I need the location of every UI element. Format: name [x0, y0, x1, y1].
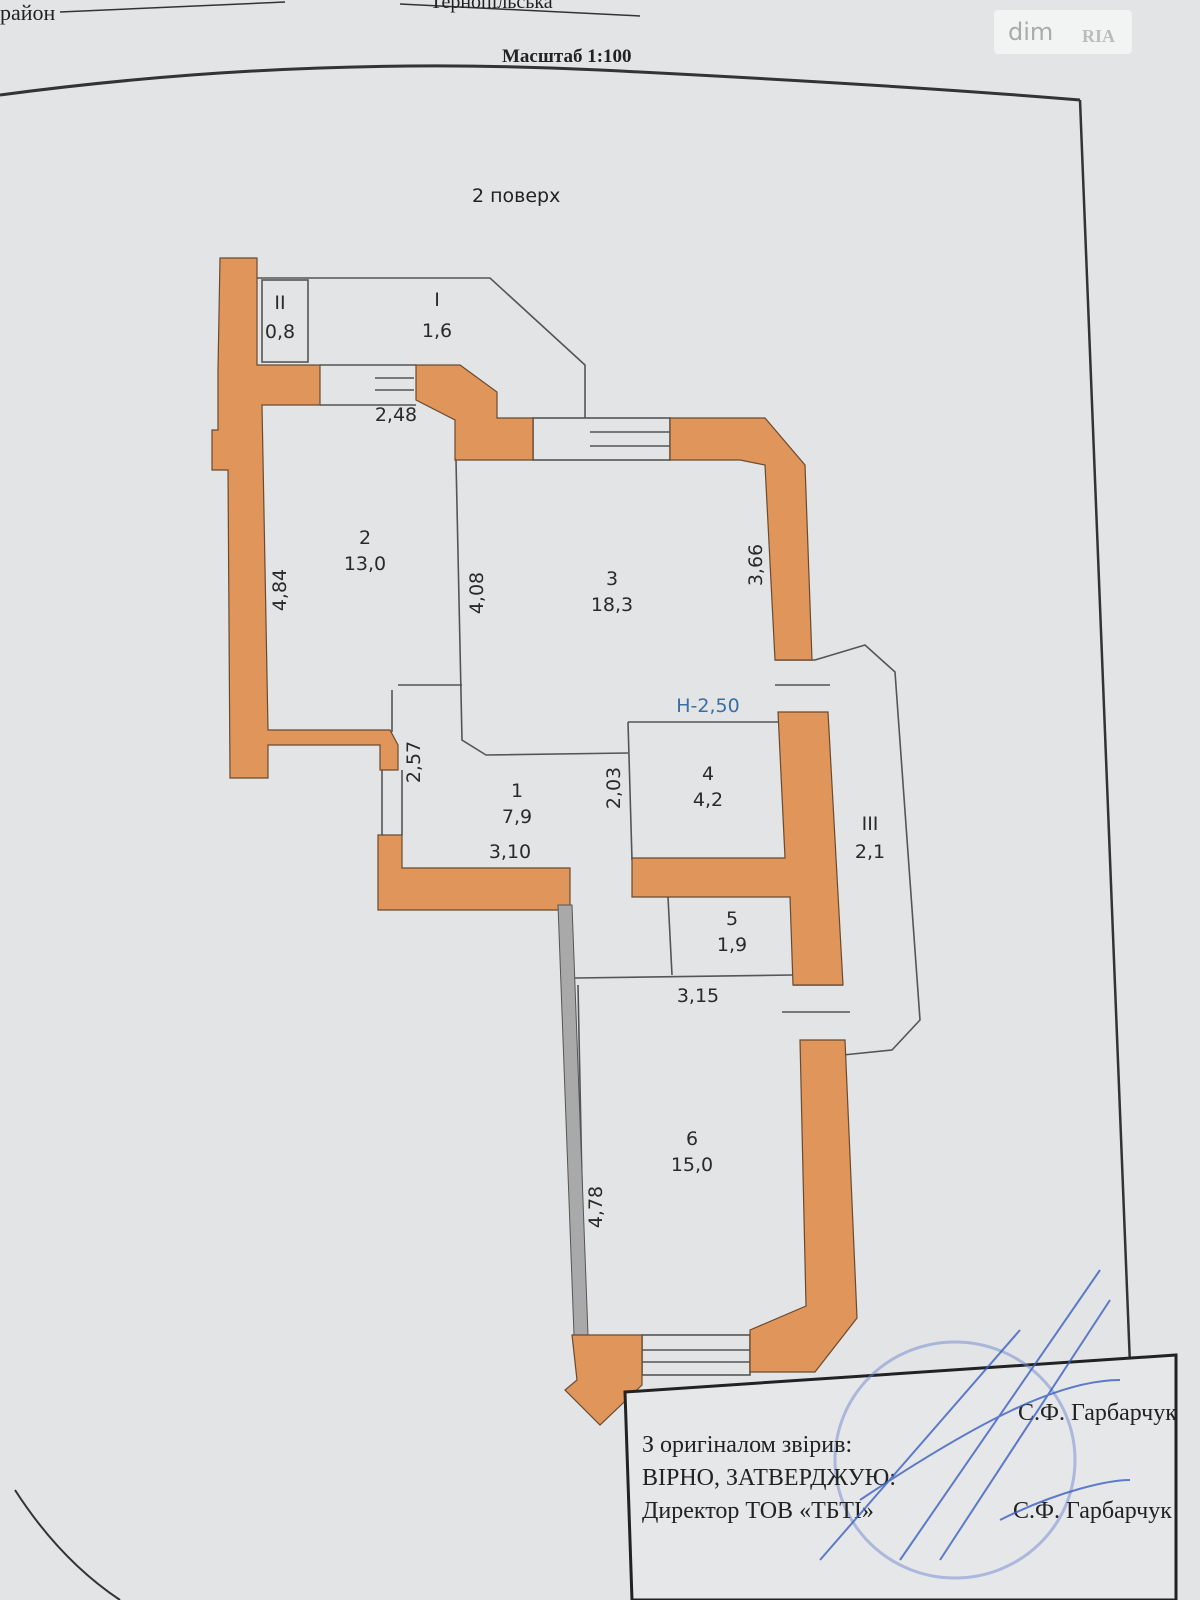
stamp-line-2: ВІРНО, ЗАТВЕРДЖУЮ:: [642, 1465, 896, 1491]
svg-text:II: II: [274, 292, 285, 314]
signature-name-2: С.Ф. Гарбарчук: [1013, 1498, 1172, 1524]
wall-bottom-left: [564, 1334, 643, 1426]
wall-middle-right: [631, 711, 844, 986]
district-label: район: [0, 0, 56, 25]
dimension-3-66: 3,66: [745, 544, 767, 586]
room-label-3: 318,3: [591, 568, 633, 616]
page-edge-curve: [14, 1489, 121, 1600]
handwritten-signature: [819, 1269, 1131, 1561]
svg-text:4,2: 4,2: [693, 789, 723, 811]
svg-text:3: 3: [606, 568, 618, 590]
room-label-II: II 0,8: [265, 292, 295, 343]
street-label: Тернопільська: [430, 0, 553, 13]
dimria-watermark: dim RIA: [994, 10, 1132, 54]
signature-name-1: С.Ф. Гарбарчук: [1018, 1400, 1177, 1426]
svg-text:2: 2: [359, 527, 371, 549]
dimension-4-78: 4,78: [585, 1186, 607, 1228]
approval-stamp-box: З оригіналом звірив: ВІРНО, ЗАТВЕРДЖУЮ: …: [623, 1269, 1178, 1600]
floor-label: 2 поверх: [472, 185, 560, 207]
dimension-3-15: 3,15: [677, 985, 719, 1007]
svg-text:1,9: 1,9: [717, 934, 747, 956]
district-underline: [59, 1, 286, 13]
svg-text:0,8: 0,8: [265, 321, 295, 343]
dimension-4-84: 4,84: [269, 569, 291, 611]
svg-text:6: 6: [686, 1128, 698, 1150]
wall-lower-right: [749, 1039, 858, 1373]
room-label-6: 615,0: [671, 1128, 713, 1176]
walls: [211, 257, 858, 1426]
stamp-line-3: Директор ТОВ «ТБТІ»: [642, 1498, 874, 1524]
ceiling-height-label: Н-2,50: [676, 695, 739, 717]
dimension-2-03: 2,03: [603, 767, 625, 809]
wall-top-right: [669, 417, 813, 661]
svg-text:1: 1: [511, 780, 523, 802]
svg-text:2,1: 2,1: [855, 841, 885, 863]
svg-text:13,0: 13,0: [344, 553, 386, 575]
svg-text:III: III: [862, 813, 879, 835]
dimension-2-57: 2,57: [403, 741, 425, 783]
room-label-5: 51,9: [717, 908, 747, 956]
svg-text:15,0: 15,0: [671, 1154, 713, 1176]
scale-label: Масштаб 1:100: [502, 46, 632, 67]
watermark-ria: RIA: [1082, 26, 1115, 46]
svg-text:5: 5: [726, 908, 738, 930]
official-seal: [833, 1340, 1077, 1580]
wall-lower-left: [377, 834, 571, 911]
svg-text:1,6: 1,6: [422, 320, 452, 342]
frame-top-line: [0, 64, 1081, 102]
wall-top-middle: [415, 364, 534, 461]
svg-text:I: I: [434, 289, 440, 311]
watermark-dim: dim: [1008, 18, 1053, 46]
svg-text:4: 4: [702, 763, 714, 785]
room-label-I: I 1,6: [422, 289, 452, 342]
room-label-4: 44,2: [693, 763, 723, 811]
room-label-2: 213,0: [344, 527, 386, 575]
frame-right-line: [1078, 99, 1132, 1366]
dimension-3-10: 3,10: [489, 841, 531, 863]
svg-text:18,3: 18,3: [591, 594, 633, 616]
stamp-line-1: З оригіналом звірив:: [642, 1432, 852, 1458]
street-underline: [399, 3, 641, 17]
room-label-1: 17,9: [502, 780, 532, 828]
svg-text:7,9: 7,9: [502, 806, 532, 828]
dimension-2-48: 2,48: [375, 404, 417, 426]
dimension-4-08: 4,08: [466, 572, 488, 614]
room-label-III: III 2,1: [855, 813, 885, 863]
wall-left: [211, 257, 399, 779]
